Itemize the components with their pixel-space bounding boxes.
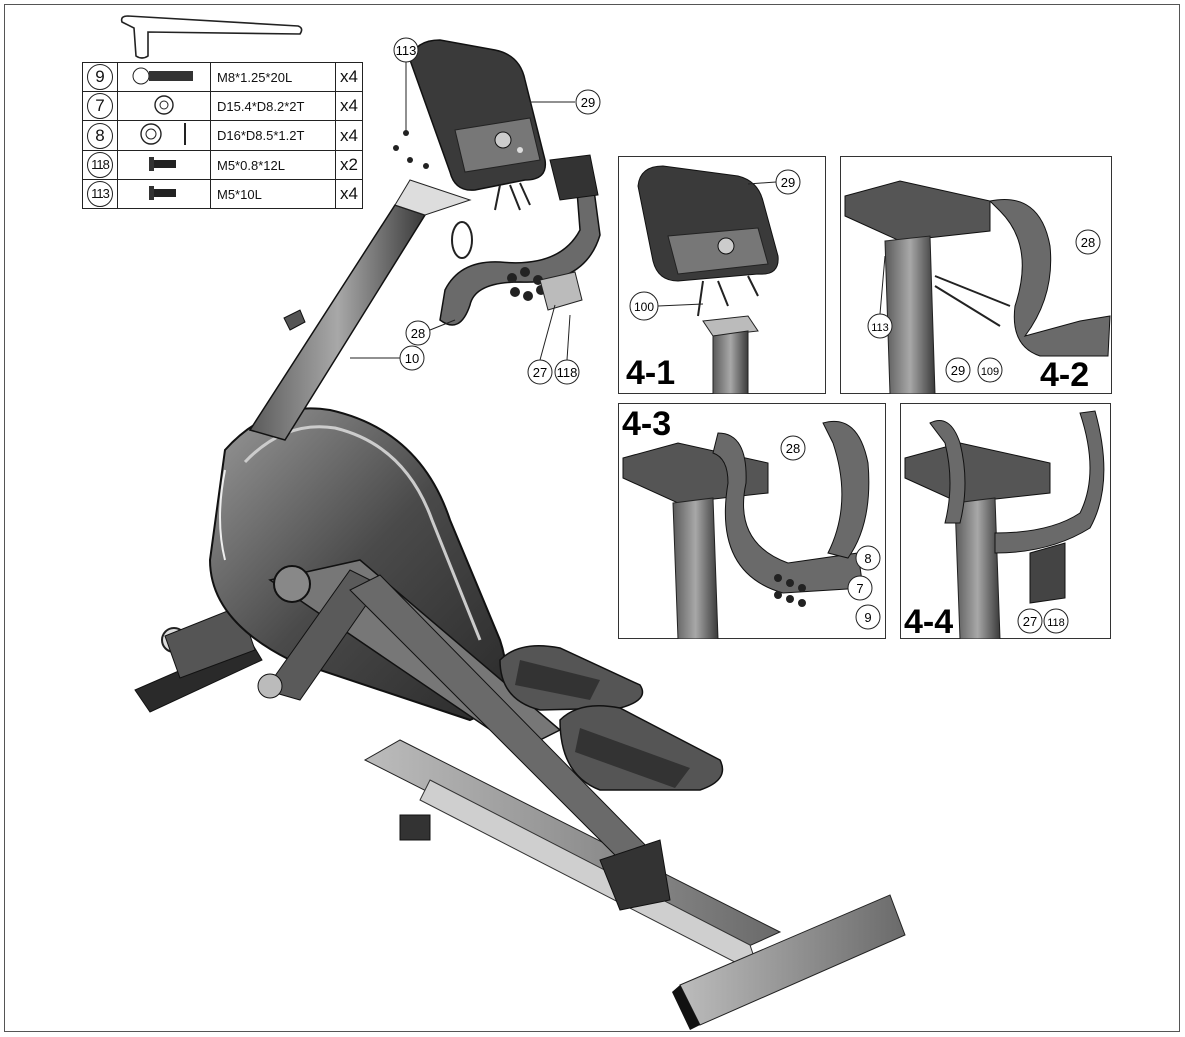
- flat-washer-icon: [140, 123, 186, 145]
- callout-label: 109: [981, 366, 999, 378]
- callout-label: 113: [871, 322, 889, 334]
- part-number: 7: [87, 93, 113, 119]
- pedals: [499, 645, 724, 791]
- callout-label: 100: [634, 300, 654, 314]
- callout-label: 28: [411, 326, 425, 341]
- part-quantity: x4: [335, 91, 363, 121]
- callout-label: 29: [581, 95, 595, 110]
- callout-label: 113: [396, 43, 417, 58]
- step-4-3-panel: 28 8 7 9 4-3: [618, 403, 886, 639]
- callout-label: 27: [1023, 614, 1037, 629]
- console: [409, 39, 547, 211]
- callout-label: 8: [864, 551, 871, 566]
- step-label: 4-1: [626, 354, 675, 392]
- table-row: 118 M5*0.8*12L x2: [82, 150, 363, 180]
- part-quantity: x4: [335, 179, 363, 209]
- callout-label: 28: [1081, 235, 1095, 250]
- table-row: 8 D16*D8.5*1.2T x4: [82, 120, 363, 151]
- step-label: 4-2: [1040, 356, 1089, 394]
- part-number: 113: [87, 181, 113, 207]
- part-number: 9: [87, 64, 113, 90]
- spring-washer-icon: [154, 94, 174, 115]
- part-spec: D16*D8.5*1.2T: [210, 120, 336, 151]
- hardware-parts-table: 9 M8*1.25*20L x4 7 D15.4*D8.2*2T x4 8 D1…: [82, 62, 363, 209]
- hardware-bolts: [393, 130, 546, 301]
- callout-label: 10: [405, 351, 419, 366]
- table-row: 7 D15.4*D8.2*2T x4: [82, 91, 363, 121]
- table-row: 113 M5*10L x4: [82, 179, 363, 209]
- part-quantity: x2: [335, 150, 363, 180]
- callout-29: 29: [530, 89, 601, 115]
- step-label: 4-3: [622, 405, 671, 443]
- callout-label: 28: [786, 441, 800, 456]
- bolt-icon: [132, 67, 193, 84]
- pedal-arms: [257, 559, 671, 911]
- callout-label: 9: [864, 610, 871, 625]
- part-spec: M5*0.8*12L: [210, 150, 336, 180]
- part-quantity: x4: [335, 120, 363, 151]
- callout-label: 29: [781, 175, 795, 190]
- part-quantity: x4: [335, 62, 363, 92]
- part-number: 118: [87, 152, 113, 178]
- handlebar: [439, 154, 601, 326]
- main-rail: [363, 739, 906, 1030]
- callout-label: 27: [533, 365, 547, 380]
- rear-stabilizer: [134, 605, 263, 713]
- screw-icon: [149, 185, 176, 200]
- page-frame: [4, 4, 1180, 1032]
- callout-113: 113: [393, 37, 419, 132]
- callout-27: 27: [527, 304, 556, 385]
- screw-icon: [149, 156, 176, 171]
- part-number: 8: [87, 122, 113, 149]
- handlebar-cover-bracket: [539, 271, 583, 311]
- step-4-2-panel: 28 113 29 109 4-2: [840, 156, 1112, 394]
- callout-10: 10: [350, 345, 425, 371]
- callout-label: 118: [557, 365, 578, 380]
- callout-28: 28: [405, 319, 456, 346]
- callout-118: 118: [554, 314, 580, 385]
- step-label: 4-4: [904, 603, 953, 639]
- step-4-1-panel: 29 100 4-1: [618, 156, 826, 394]
- callout-label: 29: [951, 363, 965, 378]
- front-column: [248, 179, 473, 441]
- callout-label: 118: [1047, 617, 1065, 629]
- callout-label: 7: [856, 581, 863, 596]
- step-4-4-panel: 27 118 4-4: [900, 403, 1111, 639]
- allen-key-icon: [120, 15, 303, 59]
